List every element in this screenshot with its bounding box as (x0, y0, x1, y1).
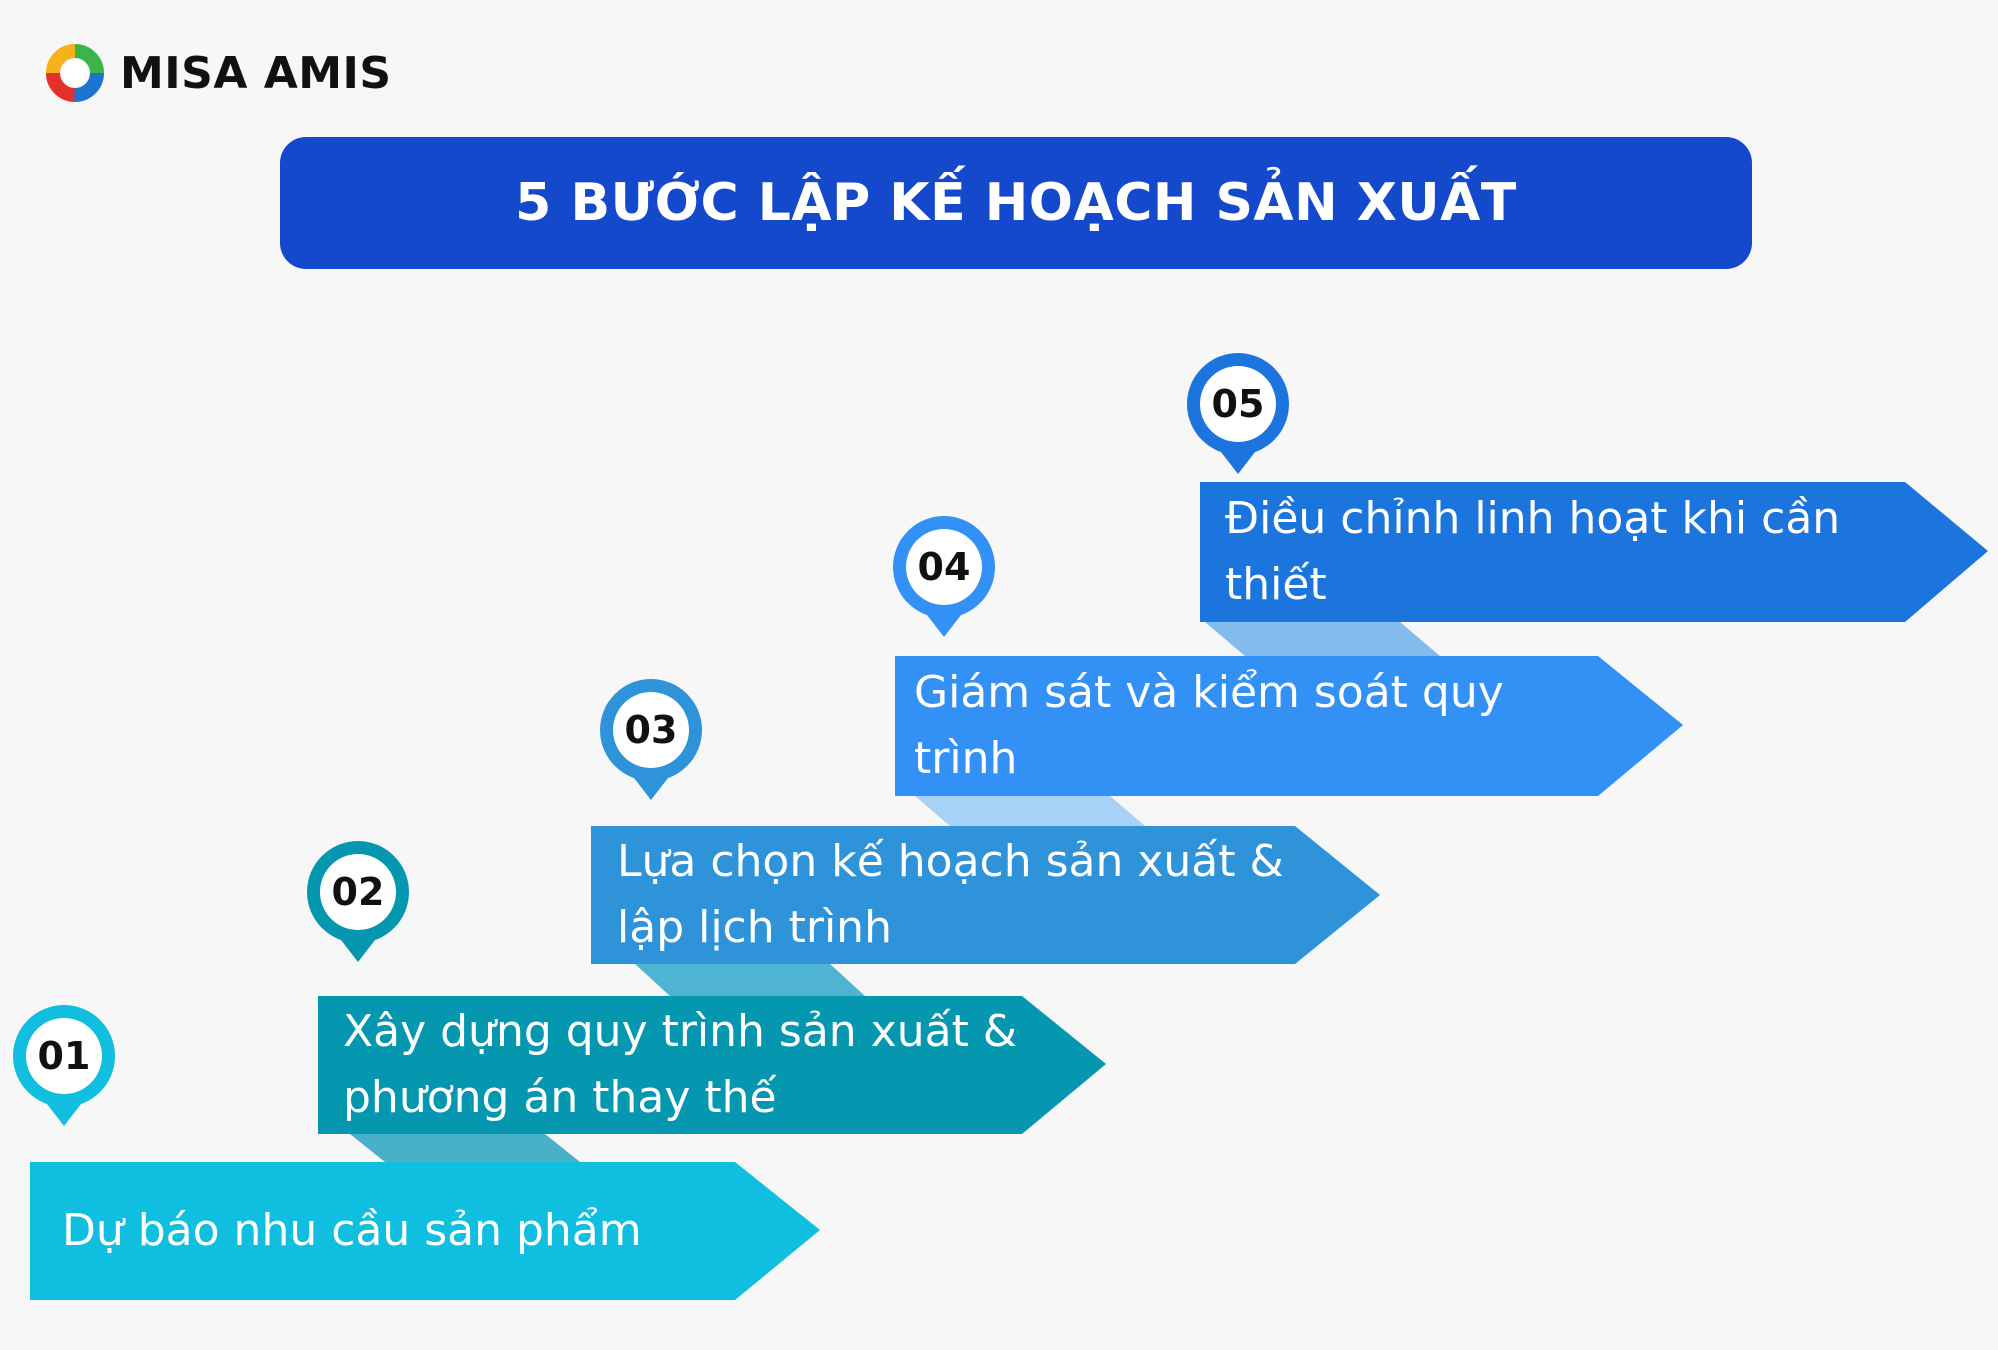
step-label-03: Lựa chọn kế hoạch sản xuất & lập lịch tr… (617, 836, 1284, 953)
step-number-03: 03 (624, 708, 678, 752)
pin-05-icon (1187, 353, 1289, 474)
step-number-01: 01 (37, 1034, 91, 1078)
step-label-02: Xây dựng quy trình sản xuất & phương án … (343, 1006, 1018, 1123)
step-arrow-02 (318, 996, 1106, 1134)
step-arrow-03 (591, 826, 1380, 964)
pin-04-icon (893, 516, 995, 637)
pin-01-icon (13, 1005, 115, 1126)
step-number-05: 05 (1211, 382, 1265, 426)
step-number-04: 04 (917, 545, 971, 589)
step-label-05: Điều chỉnh linh hoạt khi cần thiết (1225, 493, 1841, 610)
step-arrow-01 (30, 1162, 820, 1300)
connector-1-2 (350, 1134, 580, 1162)
step-label-04: Giám sát và kiểm soát quy trình (914, 667, 1504, 784)
pin-03-icon (600, 679, 702, 800)
step-arrow-04 (895, 656, 1683, 796)
connector-2-3 (635, 964, 865, 996)
connector-3-4 (915, 796, 1145, 826)
pin-02-icon (307, 841, 409, 962)
connector-4-5 (1205, 622, 1440, 656)
misa-logo-icon (46, 44, 104, 102)
step-arrow-05 (1200, 482, 1988, 622)
brand-name: MISA AMIS (120, 47, 392, 99)
page-title: 5 BƯỚC LẬP KẾ HOẠCH SẢN XUẤT (515, 173, 1517, 233)
title-banner: 5 BƯỚC LẬP KẾ HOẠCH SẢN XUẤT (280, 137, 1752, 269)
step-number-02: 02 (331, 870, 385, 914)
brand-logo: MISA AMIS (44, 42, 392, 104)
step-label-01: Dự báo nhu cầu sản phẩm (62, 1205, 642, 1256)
